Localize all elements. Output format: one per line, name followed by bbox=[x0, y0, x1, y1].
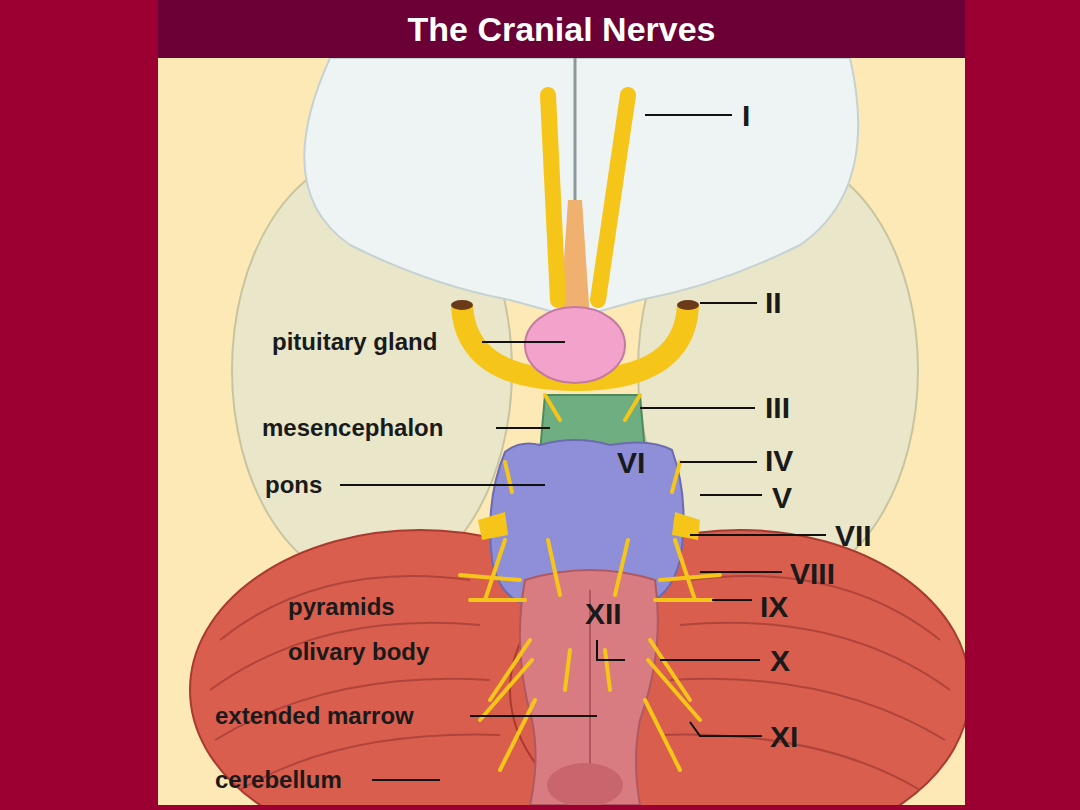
part-label: extended marrow bbox=[215, 703, 414, 729]
callout-number: I bbox=[742, 99, 750, 132]
callout-number: III bbox=[765, 391, 790, 424]
part-label: olivary body bbox=[288, 639, 429, 665]
part-label: cerebellum bbox=[215, 767, 342, 793]
brain bbox=[190, 58, 965, 805]
cranial-nerves bbox=[460, 395, 720, 770]
callout-number: VII bbox=[835, 519, 872, 552]
medulla-end bbox=[547, 763, 623, 805]
callout-number: XII bbox=[585, 597, 622, 630]
optic-nerve-cut bbox=[451, 300, 473, 310]
olfactory-nerve bbox=[548, 95, 558, 300]
olfactory-nerve bbox=[598, 95, 628, 300]
callout-number: V bbox=[772, 481, 792, 514]
trigeminal-nerve bbox=[478, 512, 508, 540]
callout-number: VIII bbox=[790, 557, 835, 590]
callout-number: VI bbox=[617, 446, 645, 479]
callout-number: X bbox=[770, 644, 790, 677]
leader-lines bbox=[340, 115, 826, 780]
pituitary-gland bbox=[525, 307, 625, 383]
cerebellum-hemisphere bbox=[510, 530, 965, 805]
part-label: mesencephalon bbox=[262, 415, 443, 441]
callout-number: IV bbox=[765, 444, 793, 477]
title-bar bbox=[158, 0, 965, 58]
optic-nerve-cut bbox=[677, 300, 699, 310]
callout-number: IX bbox=[760, 590, 788, 623]
part-label: pons bbox=[265, 472, 322, 498]
callout-number: II bbox=[765, 286, 782, 319]
part-label: pituitary gland bbox=[272, 329, 437, 355]
title: The Cranial Nerves bbox=[158, 0, 965, 58]
callout-number: XI bbox=[770, 720, 798, 753]
part-label: pyramids bbox=[288, 594, 395, 620]
